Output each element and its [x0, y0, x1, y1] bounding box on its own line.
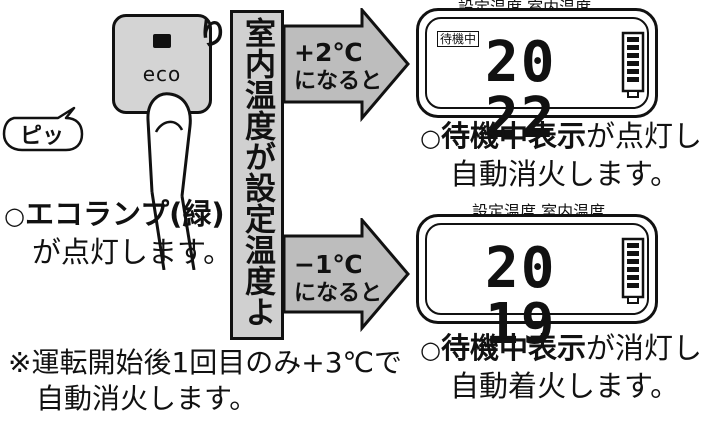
- eco-lamp-indicator: [153, 34, 171, 48]
- standby-on-text: が点灯し: [585, 119, 702, 153]
- temp-drop-amount: −1℃: [294, 250, 363, 279]
- temp-rise-amount: +2℃: [294, 38, 363, 67]
- pressing-finger-icon: [146, 92, 196, 270]
- level-meter-icon: [621, 31, 645, 98]
- temperature-digits: 20 22: [485, 30, 557, 151]
- temperature-digits: 20 19: [485, 236, 557, 357]
- temp-rise-condition: になると: [294, 69, 383, 94]
- standby-on-caption: ○待機中表示が点灯し 自動消火します。: [420, 118, 702, 192]
- standby-off-text: が消灯し: [585, 331, 702, 365]
- caption-bullet: ○: [420, 124, 441, 152]
- temp-drop-condition: になると: [294, 281, 383, 306]
- auto-extinguish-text: 自動消火します。: [450, 157, 680, 191]
- display-panel-standby-on: 待機中 20 22: [416, 8, 658, 147]
- standby-badge: 待機中: [437, 31, 480, 47]
- level-meter-icon: [621, 237, 645, 304]
- caption-bullet: ○: [4, 202, 25, 230]
- temp-drop-arrow: [282, 218, 410, 333]
- eco-lamp-caption: ○エコランプ(緑) が点灯します。: [4, 196, 232, 270]
- auto-ignite-text: 自動着火します。: [450, 369, 680, 403]
- display-screen: 待機中 20 22: [425, 17, 649, 147]
- display-panel-standby-off: 20 19: [416, 214, 658, 353]
- temp-rise-arrow: [282, 8, 410, 123]
- caption-bullet: ○: [420, 336, 441, 364]
- room-temp-vs-setting-bar: 室内温度が設定温度より: [191, 10, 284, 340]
- temp-drop-label: −1℃ になると: [294, 250, 382, 308]
- display-screen: 20 19: [425, 223, 649, 353]
- beep-speech-bubble-icon: [2, 106, 84, 152]
- eco-lamp-caption-line2: が点灯します。: [32, 235, 233, 269]
- room-temp-bar-text: 室内温度が設定温度より: [191, 17, 275, 327]
- beep-text: ピッ: [20, 124, 65, 149]
- footnote-line2: 自動消火します。: [36, 382, 258, 415]
- temp-rise-label: +2℃ になると: [294, 38, 382, 96]
- standby-display-label: 待機中表示: [440, 331, 586, 365]
- standby-off-caption: ○待機中表示が消灯し 自動着火します。: [420, 330, 702, 404]
- footnote-line1: ※運転開始後1回目のみ+3℃で: [8, 346, 402, 379]
- standby-display-label: 待機中表示: [440, 119, 586, 153]
- eco-lamp-label: エコランプ(緑): [24, 197, 225, 231]
- footnote: ※運転開始後1回目のみ+3℃で 自動消火します。: [8, 345, 402, 417]
- eco-button-label: eco: [142, 62, 182, 86]
